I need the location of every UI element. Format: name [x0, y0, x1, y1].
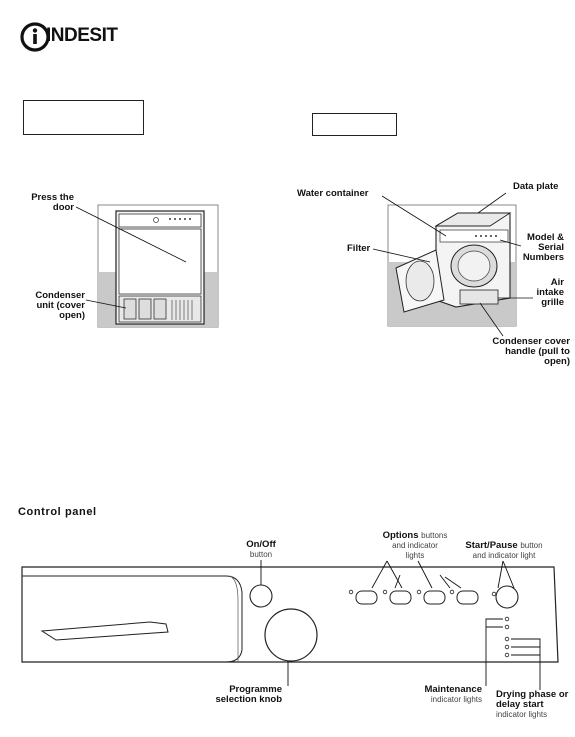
maintenance-label: Maintenance indicator lights — [402, 685, 482, 705]
brand-name: INDESIT — [46, 25, 118, 46]
options-label-sub-lines: and indicator lights — [392, 541, 438, 560]
startpause-label: Start/Pause button and indicator light — [459, 541, 549, 561]
drying-phase-label: Drying phase or delay start indicator li… — [496, 690, 574, 720]
onoff-label-bold: On/Off — [246, 539, 276, 550]
control-panel-title: Control panel — [18, 506, 97, 518]
data-plate-label: Data plate — [513, 181, 559, 192]
drying-phase-label-bold: Drying phase or delay start — [496, 689, 569, 710]
programme-knob-label: Programme selection knob — [215, 684, 282, 705]
condenser-cover-label: Condenser cover handle (pull to open) — [492, 336, 570, 367]
indesit-i-logo-icon — [20, 22, 50, 52]
top-left-box — [23, 100, 144, 135]
top-right-box — [312, 113, 397, 136]
model-serial-label: Model & Serial Numbers — [522, 232, 564, 263]
onoff-label-sub: button — [249, 550, 273, 559]
options-label-bold: Options — [382, 530, 419, 541]
water-container-label: Water container — [297, 188, 369, 199]
condenser-unit-label: Condenser unit (cover open) — [35, 290, 85, 321]
options-label: Options buttons and indicator lights — [373, 531, 457, 561]
filter-label: Filter — [347, 243, 371, 254]
options-label-sub-inline: buttons — [421, 531, 448, 540]
drying-phase-label-sub: indicator lights — [496, 710, 548, 719]
startpause-label-sub-lines: and indicator light — [472, 551, 536, 560]
press-door-label: Press the door — [31, 192, 74, 213]
air-intake-label: Air intake grille — [536, 277, 564, 308]
startpause-label-sub-inline: button — [520, 541, 543, 550]
maintenance-label-bold: Maintenance — [424, 684, 482, 695]
startpause-label-bold: Start/Pause — [465, 540, 518, 551]
onoff-label: On/Off button — [242, 540, 280, 560]
maintenance-label-sub: indicator lights — [430, 695, 482, 704]
